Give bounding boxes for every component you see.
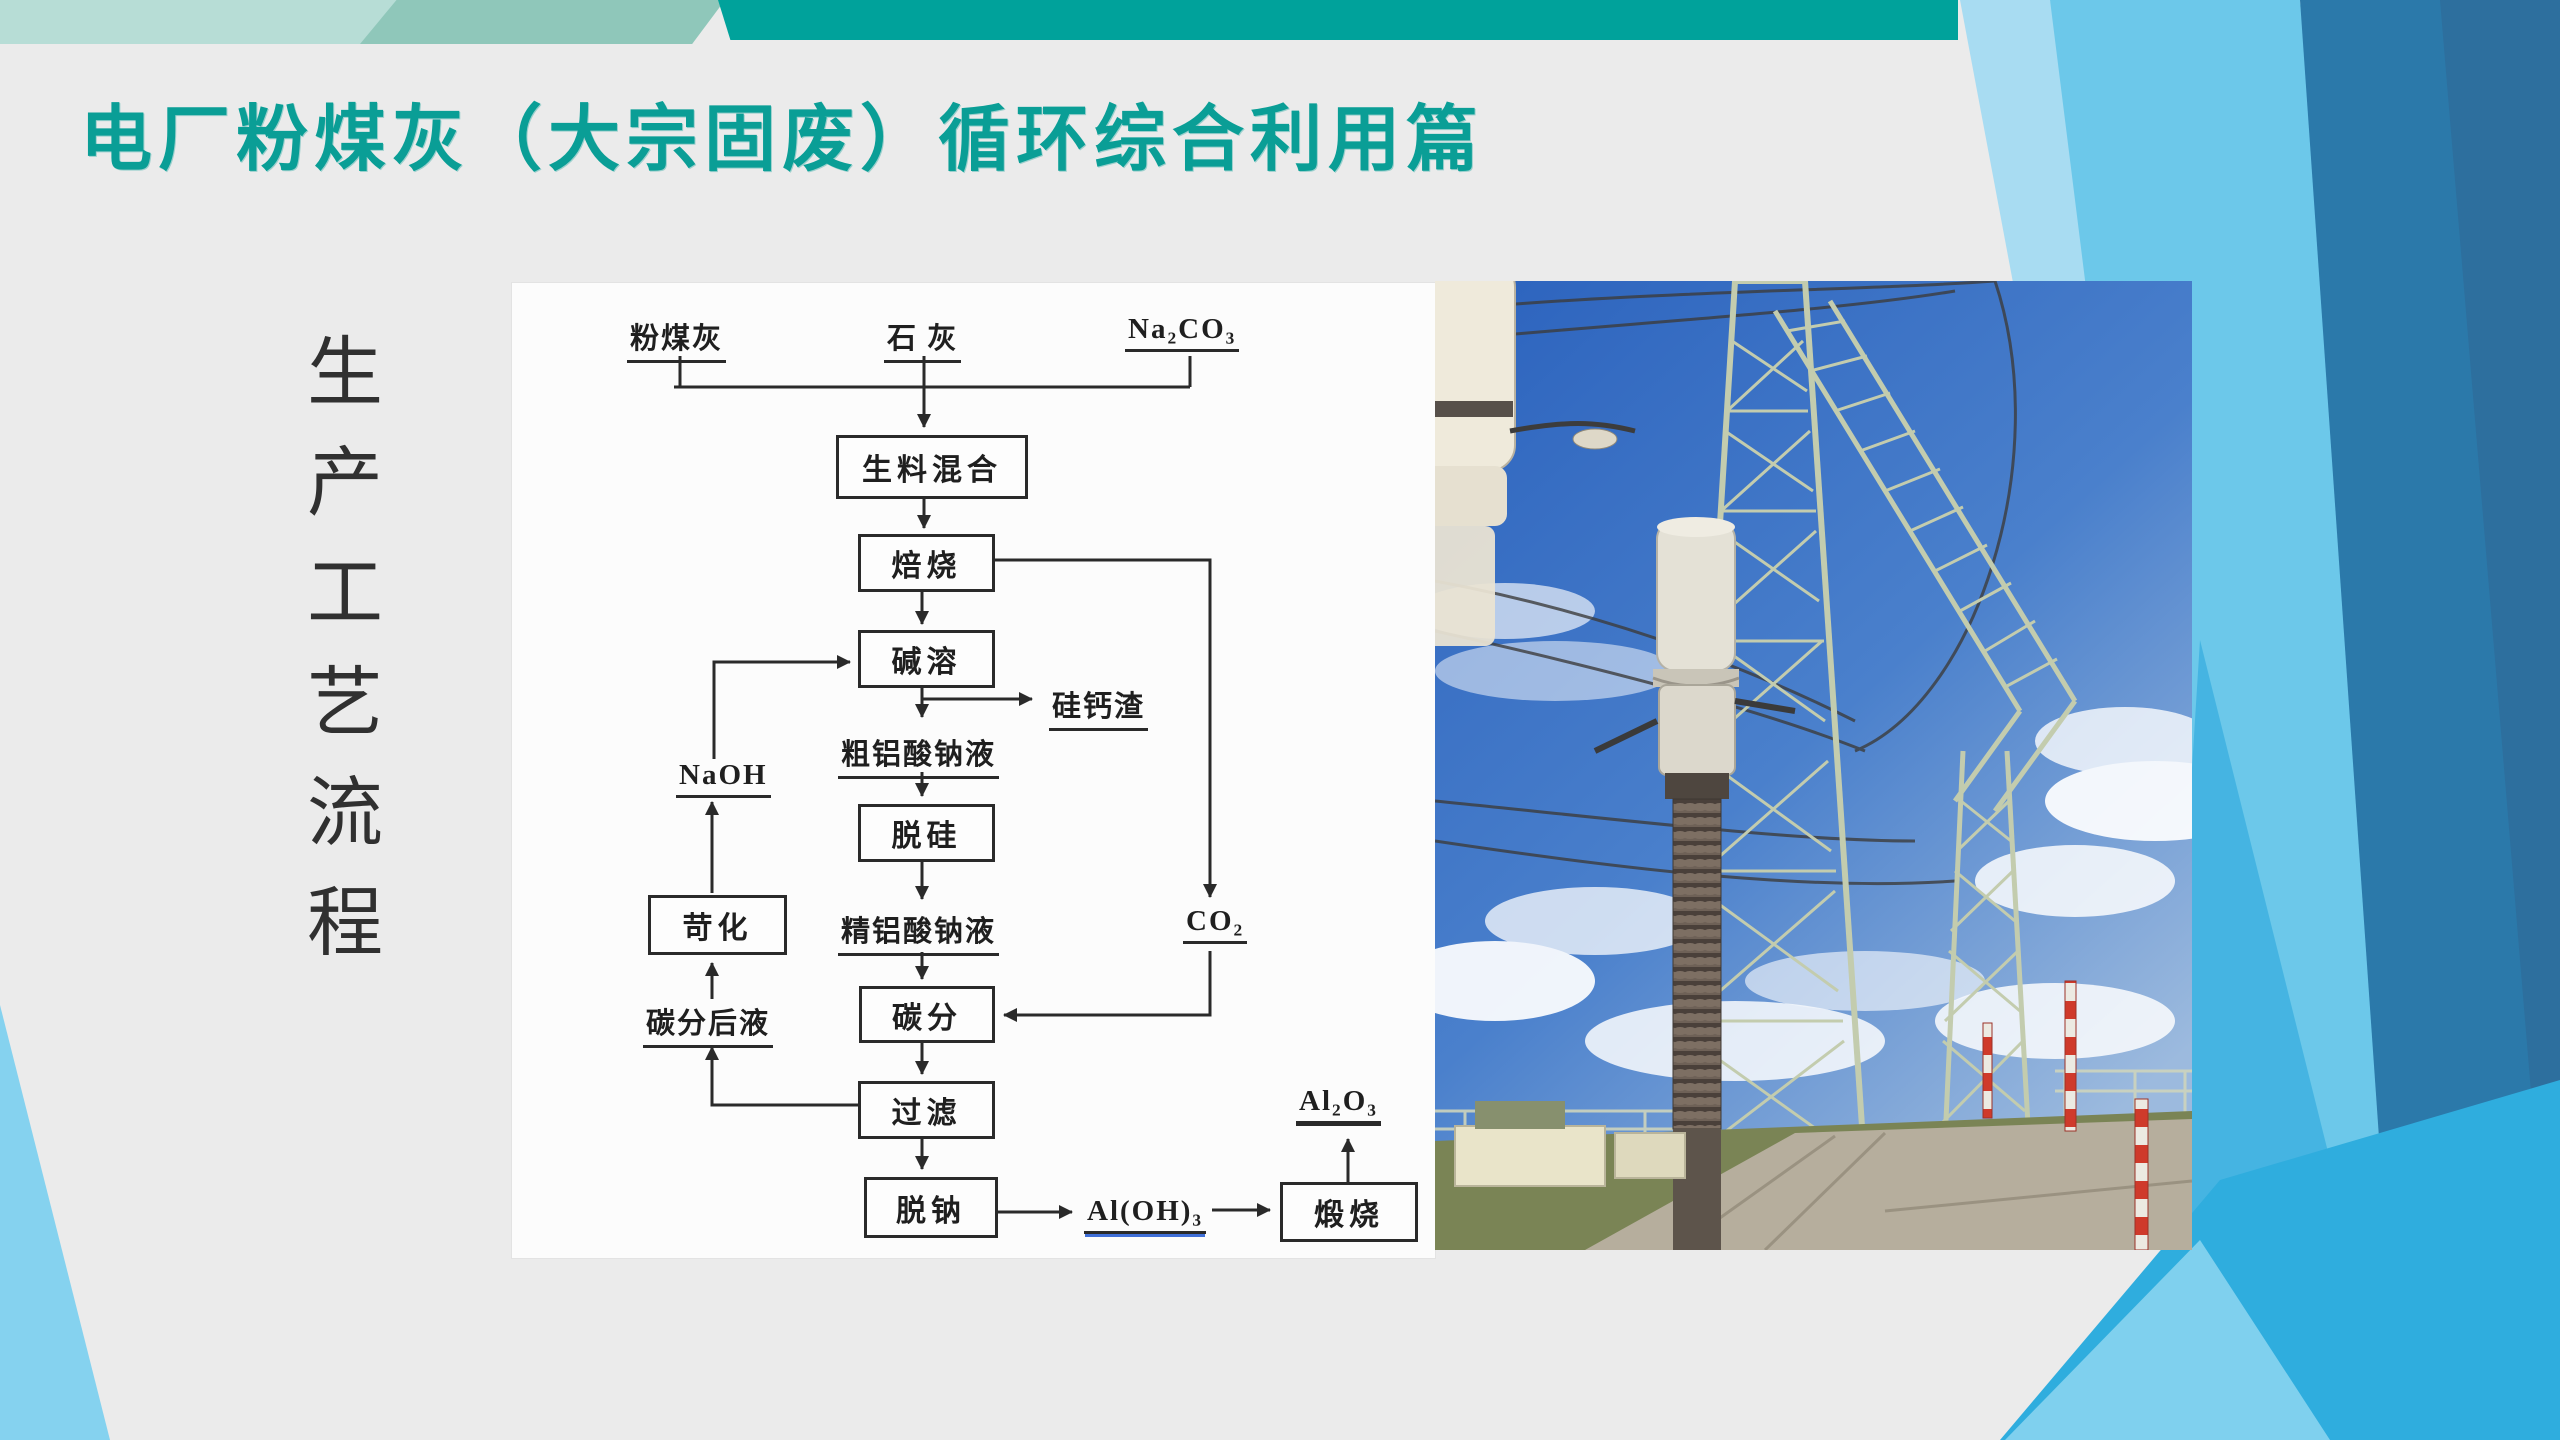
flow-box-raw-mix: 生料混合	[836, 435, 1028, 499]
flow-box-calcine: 煅烧	[1280, 1182, 1418, 1242]
flow-box-alkali-dissolve: 碱溶	[858, 630, 995, 688]
flow-label-al2o3: Al₂O₃	[1296, 1085, 1381, 1126]
header-band-teal	[718, 0, 1958, 40]
flow-box-roast: 焙烧	[858, 534, 995, 592]
corner-decoration-bottom-left	[0, 1005, 110, 1440]
flow-label-crude-aluminate: 粗铝酸钠液	[838, 731, 1000, 779]
flow-box-carbonation: 碳分	[859, 986, 995, 1043]
flow-box-filter: 过滤	[858, 1081, 995, 1139]
flow-box-desilication: 脱硅	[858, 804, 995, 862]
flow-label-lime: 石 灰	[884, 315, 962, 363]
side-label-vertical: 生产工艺流程	[295, 332, 380, 992]
header-band-seafoam-mid	[360, 0, 725, 44]
flow-label-naoh: NaOH	[676, 759, 771, 798]
flow-box-causticize: 苛化	[648, 895, 787, 955]
flow-label-co2: CO₂	[1183, 905, 1248, 944]
substation-photo	[1435, 281, 2192, 1250]
flow-label-silica-calcium-slag: 硅钙渣	[1049, 683, 1149, 731]
flow-label-fly-ash: 粉煤灰	[627, 315, 727, 363]
flow-box-desodium: 脱钠	[864, 1177, 998, 1238]
header-band-seafoam-light	[0, 0, 410, 44]
flow-label-soda-ash: Na₂CO₃	[1125, 313, 1240, 352]
flow-label-refined-aluminate: 精铝酸钠液	[838, 908, 1000, 956]
flow-label-aloh3: Al(OH)₃	[1084, 1195, 1207, 1234]
flowchart-connectors	[674, 356, 1355, 1219]
page-title: 电厂粉煤灰（大宗固废）循环综合利用篇	[80, 100, 1485, 180]
process-flowchart: 生料混合 焙烧 碱溶 脱硅 苛化 碳分 过滤 脱钠 煅烧 粉煤灰 石 灰 Na₂…	[512, 283, 1435, 1258]
flow-label-post-carbonation-liquor: 碳分后液	[643, 1000, 774, 1048]
